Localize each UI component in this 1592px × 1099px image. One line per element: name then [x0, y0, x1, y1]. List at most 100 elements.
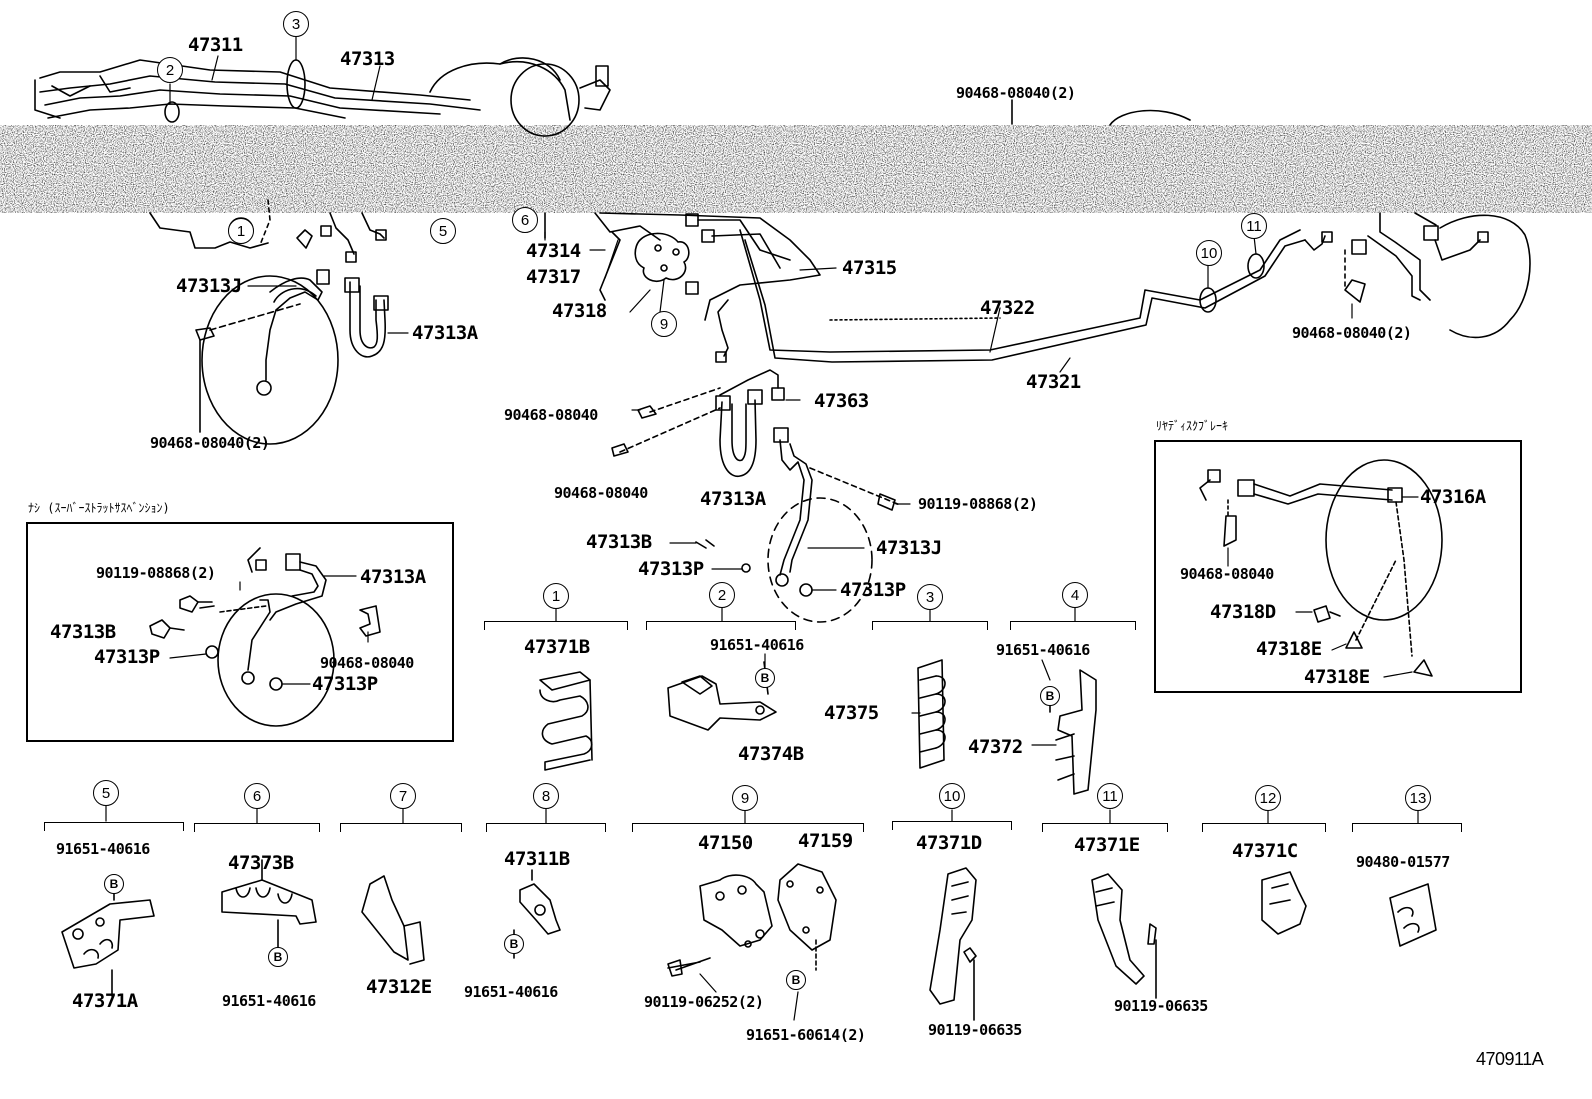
- group-bracket-8: [486, 823, 606, 832]
- callout-7: 7: [390, 783, 416, 809]
- label-47313P-mid1: 47313P: [638, 558, 704, 580]
- callout-3-top: 3: [283, 11, 309, 37]
- label-c5-47371A: 47371A: [72, 990, 138, 1012]
- label-ri-47318D: 47318D: [1210, 601, 1276, 623]
- label-ri-90468: 90468-08040: [1180, 565, 1274, 583]
- label-c11-90119: 90119-06635: [1114, 997, 1208, 1015]
- label-c3-47375: 47375: [824, 702, 879, 724]
- label-c6-47373B: 47373B: [228, 852, 294, 874]
- label-li-47313P2: 47313P: [312, 673, 378, 695]
- top-brake-lines: [34, 57, 1531, 445]
- label-c9-47159: 47159: [798, 830, 853, 852]
- label-47311: 47311: [188, 34, 243, 56]
- bolt-mark-c5: B: [104, 874, 124, 894]
- label-c9-91651: 91651-60614(2): [746, 1026, 866, 1044]
- label-90468-top: 90468-08040(2): [956, 84, 1076, 102]
- label-c9-90119: 90119-06252(2): [644, 993, 764, 1011]
- right-inset-box: [1154, 440, 1522, 693]
- label-c9-47150: 47150: [698, 832, 753, 854]
- label-47313J-top: 47313J: [176, 275, 242, 297]
- label-li-47313B: 47313B: [50, 621, 116, 643]
- bolt-mark-c4: B: [1040, 686, 1060, 706]
- label-c4-91651: 91651-40616: [996, 641, 1090, 659]
- label-90468-right: 90468-08040(2): [1292, 324, 1412, 342]
- group-bracket-2: [646, 621, 796, 630]
- part-47371E: [1091, 873, 1157, 999]
- label-c11-47371E: 47371E: [1074, 834, 1140, 856]
- callout-6-top: 6: [512, 207, 538, 233]
- label-li-47313A: 47313A: [360, 566, 426, 588]
- label-47315: 47315: [842, 257, 897, 279]
- label-90119-mid: 90119-08868(2): [918, 495, 1038, 513]
- left-inset-assembly: [149, 547, 381, 727]
- callout-5-top: 5: [430, 218, 456, 244]
- callout-8: 8: [533, 783, 559, 809]
- label-c2-47374B: 47374B: [738, 743, 804, 765]
- group-bracket-13: [1352, 823, 1462, 832]
- callout-9-top: 9: [651, 311, 677, 337]
- label-c6-91651: 91651-40616: [222, 992, 316, 1010]
- label-90468-left: 90468-08040(2): [150, 434, 270, 452]
- label-47317: 47317: [526, 266, 581, 288]
- label-li-47313P1: 47313P: [94, 646, 160, 668]
- group-bracket-3: [872, 621, 988, 630]
- callout-10-top: 10: [1196, 240, 1222, 266]
- group-bracket-4: [1010, 621, 1136, 630]
- label-li-90119: 90119-08868(2): [96, 564, 216, 582]
- callout-1-top: 1: [228, 218, 254, 244]
- label-47313A-top: 47313A: [412, 322, 478, 344]
- label-c4-47372: 47372: [968, 736, 1023, 758]
- callout-3: 3: [917, 584, 943, 610]
- label-c12-47371C: 47371C: [1232, 840, 1298, 862]
- group-bracket-5: [44, 822, 184, 831]
- label-c10-47371D: 47371D: [916, 832, 982, 854]
- callout-6: 6: [244, 783, 270, 809]
- bolt-mark-c9: B: [786, 970, 806, 990]
- grain-band: [0, 125, 1592, 213]
- group-bracket-7: [340, 823, 462, 832]
- group-bracket-1: [484, 621, 628, 630]
- label-47313P-mid2: 47313P: [840, 579, 906, 601]
- callout-5: 5: [93, 780, 119, 806]
- part-47150: [667, 874, 773, 977]
- diagram-id: 470911A: [1476, 1049, 1544, 1069]
- label-ri-47318E1: 47318E: [1256, 638, 1322, 660]
- callout-10: 10: [939, 783, 965, 809]
- label-li-90468: 90468-08040: [320, 654, 414, 672]
- right-inset-title: ﾘﾔﾃﾞｨｽｸﾌﾞﾚｰｷ: [1156, 419, 1229, 433]
- part-47371C: [1261, 871, 1307, 935]
- callout-11: 11: [1097, 783, 1123, 809]
- callout-4: 4: [1062, 582, 1088, 608]
- bolt-mark-c8: B: [504, 934, 524, 954]
- label-c1-47371B: 47371B: [524, 636, 590, 658]
- label-c5-91651: 91651-40616: [56, 840, 150, 858]
- label-47313A-mid: 47313A: [700, 488, 766, 510]
- part-90480-01577: [1389, 883, 1437, 947]
- part-47312E: [361, 875, 425, 965]
- label-c8-47311B: 47311B: [504, 848, 570, 870]
- label-c7-47312E: 47312E: [366, 976, 432, 998]
- label-90468-mid1: 90468-08040: [504, 406, 598, 424]
- label-c10-90119: 90119-06635: [928, 1021, 1022, 1039]
- label-47313: 47313: [340, 48, 395, 70]
- label-47313J-mid: 47313J: [876, 537, 942, 559]
- label-47313B-mid: 47313B: [586, 531, 652, 553]
- left-inset-box: [26, 522, 454, 742]
- label-47318: 47318: [552, 300, 607, 322]
- group-bracket-12: [1202, 823, 1326, 832]
- callout-2-top: 2: [157, 57, 183, 83]
- center-caliper-assembly: [611, 369, 901, 623]
- part-47375: [917, 659, 946, 769]
- bracket-ties: [105, 607, 1419, 824]
- part-47373B: [221, 859, 317, 949]
- callout-13: 13: [1405, 785, 1431, 811]
- label-47363: 47363: [814, 390, 869, 412]
- left-inset-title: ﾅｼ (ｽｰﾊﾞｰｽﾄﾗｯﾄｻｽﾍﾞﾝｼｮﾝ): [28, 501, 170, 515]
- part-47159: [777, 863, 837, 971]
- callout-2: 2: [709, 582, 735, 608]
- callout-9: 9: [732, 785, 758, 811]
- label-c8-91651: 91651-40616: [464, 983, 558, 1001]
- callout-1: 1: [543, 583, 569, 609]
- label-47314: 47314: [526, 240, 581, 262]
